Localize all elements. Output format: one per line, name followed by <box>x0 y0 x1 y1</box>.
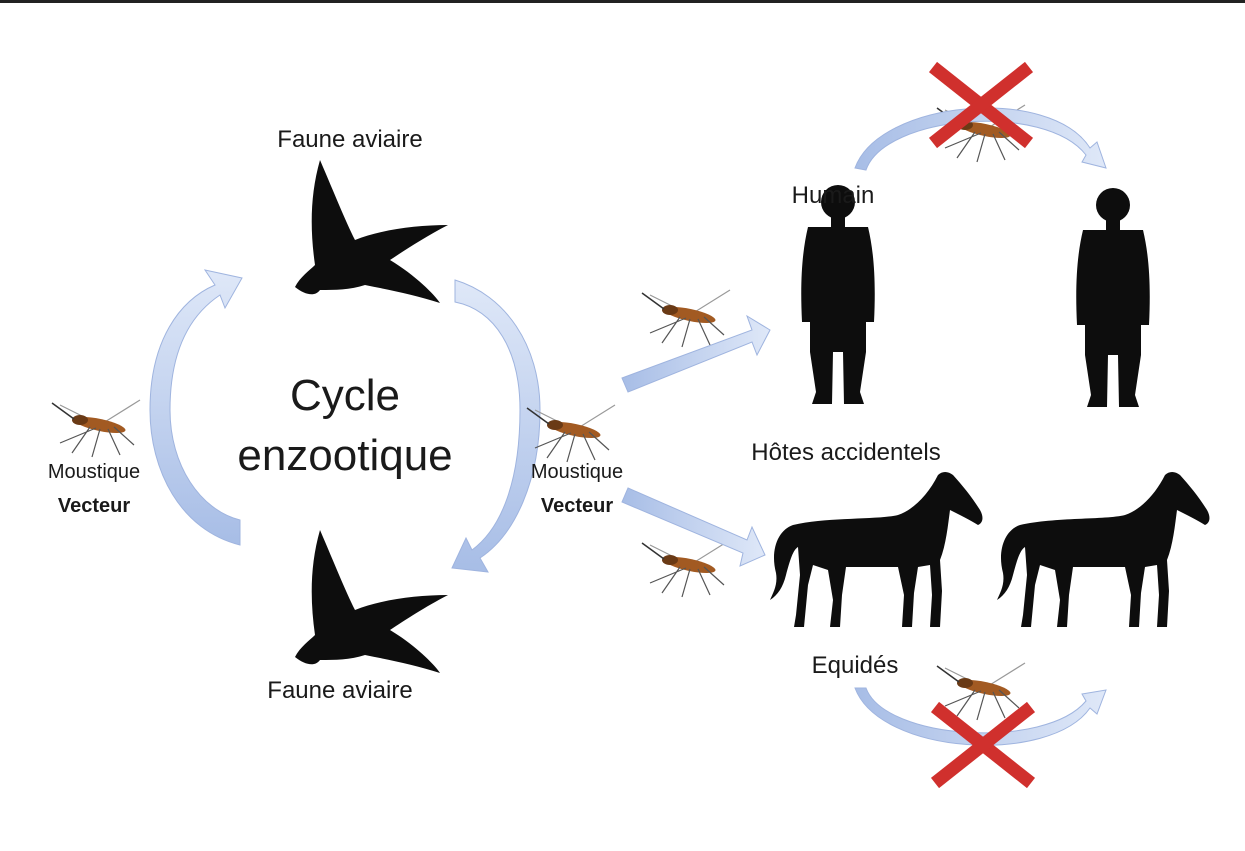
label-vecteur-left: Vecteur <box>58 495 130 517</box>
mosquito-icon-lower-path <box>641 539 731 598</box>
cross-icon-horse <box>935 707 1031 783</box>
mosquito-icon-upper-path <box>641 289 731 348</box>
arrow-icon-to-horse <box>621 487 766 567</box>
arrow-icon-to-human <box>621 314 771 393</box>
label-faune-bottom: Faune aviaire <box>267 677 412 704</box>
horse-icon-right <box>997 472 1210 627</box>
label-faune-top: Faune aviaire <box>277 126 422 153</box>
label-moustique-left: Moustique <box>48 461 140 483</box>
center-title-line2: enzootique <box>237 431 452 480</box>
label-moustique-right: Moustique <box>531 461 623 483</box>
label-equides: Equidés <box>812 652 899 679</box>
center-title-line1: Cycle <box>290 371 400 420</box>
human-icon-right <box>1076 188 1150 407</box>
arrow-icon-human-transmission <box>854 107 1107 171</box>
arrow-icon-right-cycle <box>451 279 541 573</box>
bird-icon-bottom <box>295 530 448 673</box>
bird-icon-top <box>295 160 448 303</box>
arrow-icon-left-cycle <box>149 269 243 546</box>
arrow-icon-horse-transmission <box>854 687 1107 746</box>
label-hotes-accidentels: Hôtes accidentels <box>751 439 940 466</box>
label-vecteur-right: Vecteur <box>541 495 613 517</box>
human-icon-left <box>801 185 875 404</box>
horse-icon-left <box>770 472 983 627</box>
top-border <box>0 0 1245 3</box>
label-humain: Humain <box>792 182 875 209</box>
mosquito-icon-left <box>51 399 141 458</box>
